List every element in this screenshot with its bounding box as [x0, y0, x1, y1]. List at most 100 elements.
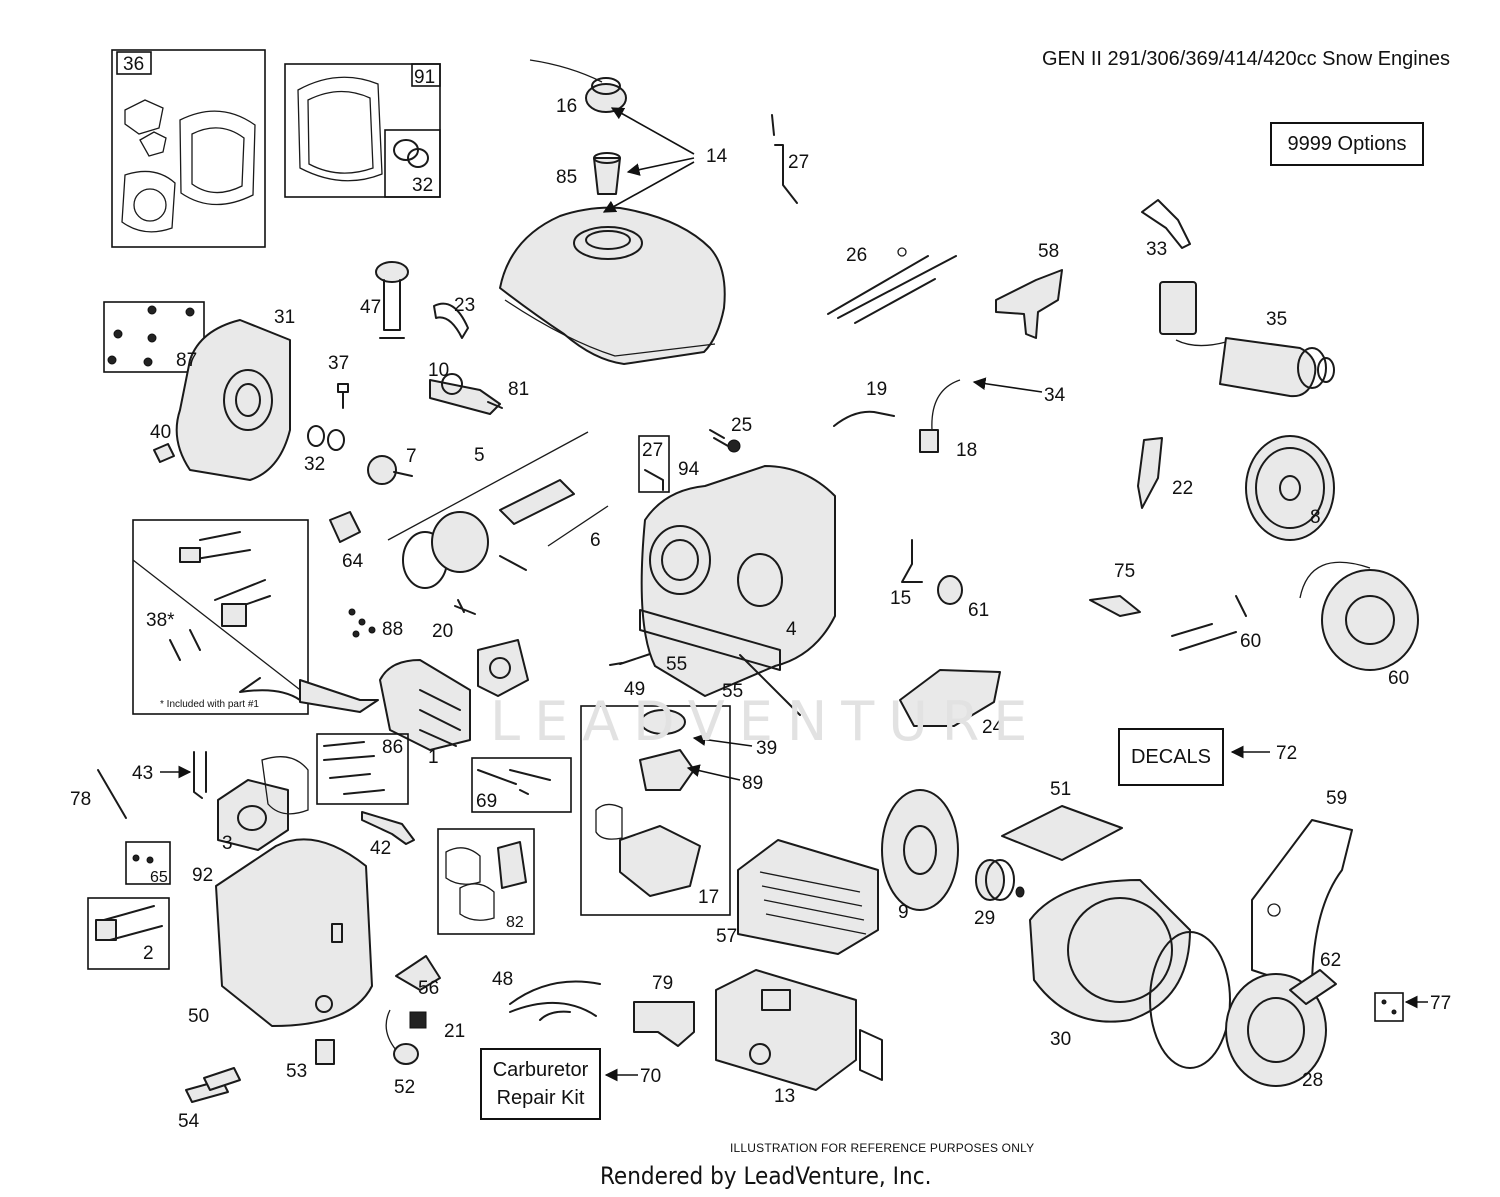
heat-shield-57	[737, 839, 879, 955]
kit-2	[87, 897, 170, 970]
callout-91: 91	[414, 67, 435, 88]
callout-48: 48	[492, 969, 513, 990]
callout-2: 2	[143, 943, 154, 964]
callout-32b: 32	[304, 454, 325, 475]
callout-72: 72	[1276, 743, 1297, 764]
callout-55: 55	[666, 654, 687, 675]
pin-55	[739, 654, 801, 716]
callout-1: 1	[428, 747, 439, 768]
hose-43	[193, 751, 207, 799]
drain-plug-37	[337, 383, 349, 409]
callout-25: 25	[731, 415, 752, 436]
callout-61: 61	[968, 600, 989, 621]
callout-75: 75	[1114, 561, 1135, 582]
wiring-harness-48	[509, 980, 601, 1021]
callout-5: 5	[474, 445, 485, 466]
valve-64	[329, 511, 361, 543]
callout-60: 60	[1240, 631, 1261, 652]
callout-29: 29	[974, 908, 995, 929]
callout-77: 77	[1430, 993, 1451, 1014]
blower-housing-30	[1029, 879, 1191, 1023]
callout-81: 81	[508, 379, 529, 400]
engine-shroud-50	[215, 838, 373, 1027]
shroud-24	[899, 669, 1001, 727]
callout-89: 89	[742, 773, 763, 794]
callout-50: 50	[188, 1006, 209, 1027]
plate-51	[1001, 805, 1123, 861]
diagram-title: GEN II 291/306/369/414/420cc Snow Engine…	[1041, 48, 1450, 70]
baffle-22	[1137, 437, 1163, 509]
spring-25	[709, 429, 741, 453]
callout-13: 13	[774, 1086, 795, 1107]
electric-starter-35	[1159, 281, 1335, 398]
bracket-33	[1141, 199, 1191, 249]
callout-34: 34	[1044, 385, 1066, 406]
callout-14: 14	[706, 146, 728, 167]
decals-box: DECALS	[1118, 728, 1224, 786]
governor-link-27	[771, 114, 798, 204]
fuel-filter-85	[593, 152, 621, 195]
spring-78	[97, 769, 127, 819]
bolts-86	[316, 733, 409, 805]
leader-lines	[160, 107, 1428, 1082]
callout-10: 10	[428, 360, 449, 381]
callout-64: 64	[342, 551, 364, 572]
inset-note: * Included with part #1	[160, 699, 259, 710]
recoil-starter-28	[1149, 931, 1337, 1087]
callout-22: 22	[1172, 478, 1193, 499]
callout-49: 49	[624, 679, 645, 700]
gasket-kit-82	[437, 828, 535, 935]
breather-tube-23	[433, 302, 469, 339]
blower-fan-9	[881, 789, 959, 911]
callout-55b: 55	[722, 681, 743, 702]
stator-60	[1299, 561, 1419, 671]
collar-29	[975, 859, 1025, 901]
callout-33: 33	[1146, 239, 1167, 260]
wires-60	[1171, 595, 1247, 651]
callout-27: 27	[788, 152, 809, 173]
intake-manifold-3	[217, 756, 309, 851]
callout-19: 19	[866, 379, 887, 400]
fuel-cap-16	[529, 59, 627, 113]
link-kit-27-94	[638, 435, 670, 493]
callout-82: 82	[506, 914, 524, 931]
cylinder-head-1	[299, 639, 529, 751]
callout-37: 37	[328, 353, 349, 374]
switch-21	[409, 1011, 427, 1029]
callout-15: 15	[890, 588, 911, 609]
carburetor-17	[580, 705, 731, 916]
valve-inset-38	[132, 519, 309, 715]
flywheel-8	[1245, 435, 1335, 541]
callout-92: 92	[192, 865, 213, 886]
callout-94: 94	[678, 459, 700, 480]
lever-15	[901, 539, 923, 583]
piston-rod-5	[387, 431, 609, 589]
callout-70: 70	[640, 1066, 661, 1087]
bolts-69	[471, 757, 572, 813]
bolts-88	[348, 608, 376, 638]
bracket-75	[1089, 595, 1141, 617]
spark-plug-20	[454, 599, 476, 615]
callout-47: 47	[360, 297, 381, 318]
callout-16: 16	[556, 96, 577, 117]
callout-18: 18	[956, 440, 977, 461]
callout-31: 31	[274, 307, 295, 328]
seal-32	[307, 425, 345, 451]
callout-39: 39	[756, 738, 777, 759]
disclaimer: ILLUSTRATION FOR REFERENCE PURPOSES ONLY	[730, 1141, 1035, 1155]
callout-labels: 36 91 32 16 85 14 27 33 26 58 35 47 23 3…	[70, 54, 1451, 1132]
callout-78: 78	[70, 789, 91, 810]
fuel-tank-14	[499, 206, 726, 365]
callout-27b: 27	[642, 440, 663, 461]
callout-53: 53	[286, 1061, 307, 1082]
callout-35: 35	[1266, 309, 1287, 330]
camshaft-10	[429, 373, 503, 415]
callout-88: 88	[382, 619, 403, 640]
dowel-49	[609, 653, 651, 666]
callout-54: 54	[178, 1111, 200, 1132]
callout-3: 3	[222, 833, 233, 854]
callout-17: 17	[698, 887, 719, 908]
callout-65: 65	[150, 869, 168, 886]
callout-56: 56	[418, 978, 439, 999]
muffler-13	[715, 969, 883, 1091]
